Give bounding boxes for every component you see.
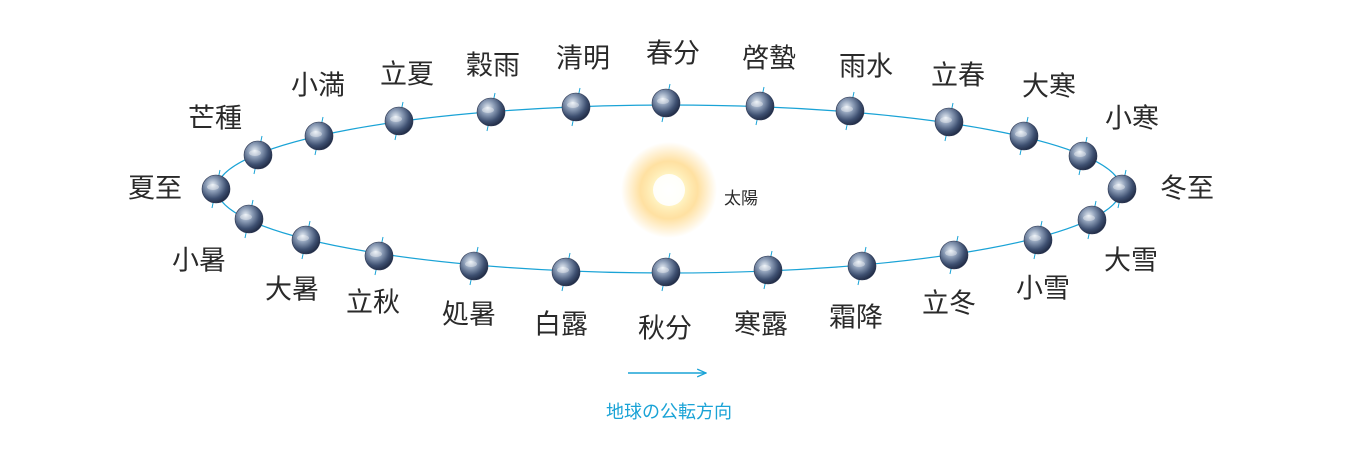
earth-icon xyxy=(835,91,865,131)
earth-positions xyxy=(201,83,1137,292)
earth-icon xyxy=(934,102,964,142)
earth-icon xyxy=(651,83,681,123)
solar-term-label: 霜降 xyxy=(829,303,883,334)
earth-icon xyxy=(745,86,775,126)
solar-term-label: 大暑 xyxy=(265,275,319,306)
earth-icon xyxy=(1009,116,1039,156)
earth-icon xyxy=(651,252,681,292)
solar-term-label: 大雪 xyxy=(1104,246,1158,277)
solar-term-label: 芒種 xyxy=(188,104,242,135)
solar-term-label: 寒露 xyxy=(734,310,788,341)
solar-term-label: 大寒 xyxy=(1022,72,1076,103)
earth-icon xyxy=(234,199,264,239)
earth-icon xyxy=(1023,220,1053,260)
solar-term-label: 処暑 xyxy=(442,300,496,331)
earth-icon xyxy=(384,101,414,141)
solar-term-label: 冬至 xyxy=(1160,174,1214,205)
earth-icon xyxy=(847,246,877,286)
solar-term-label: 立春 xyxy=(931,61,985,92)
solar-term-label: 秋分 xyxy=(638,314,692,345)
solar-term-label: 小暑 xyxy=(172,246,226,277)
solar-term-label: 清明 xyxy=(556,44,610,75)
solar-term-label: 穀雨 xyxy=(466,51,520,82)
earth-icon xyxy=(561,87,591,127)
sun xyxy=(621,142,717,238)
solar-term-label: 小雪 xyxy=(1016,274,1070,305)
earth-icon xyxy=(476,92,506,132)
sun-label: 太陽 xyxy=(724,189,758,209)
earth-icon xyxy=(753,250,783,290)
earth-icon xyxy=(939,235,969,275)
earth-icon xyxy=(364,236,394,276)
earth-icon xyxy=(1077,200,1107,240)
earth-icon xyxy=(201,169,231,209)
earth-icon xyxy=(551,252,581,292)
earth-icon xyxy=(1107,169,1137,209)
earth-icon xyxy=(304,116,334,156)
solar-term-label: 白露 xyxy=(534,310,588,341)
orbit-direction-label: 地球の公転方向 xyxy=(606,402,732,423)
earth-icon xyxy=(291,220,321,260)
solar-term-label: 小寒 xyxy=(1105,104,1159,135)
solar-term-label: 立夏 xyxy=(380,60,434,91)
term-labels: 冬至 小寒大寒 立春 雨水 啓蟄 春分 清明 穀雨 立夏 小満芒種夏至小暑大暑立秋 処暑 白露 秋分 寒露… xyxy=(128,39,1214,345)
earth-icon xyxy=(1068,136,1098,176)
solar-term-label: 啓蟄 xyxy=(742,44,796,75)
earth-icon xyxy=(459,246,489,286)
solar-term-label: 立冬 xyxy=(922,289,976,320)
solar-term-label: 夏至 xyxy=(128,174,182,205)
solar-term-label: 春分 xyxy=(646,39,700,70)
solar-term-label: 小満 xyxy=(291,71,345,102)
earth-icon xyxy=(243,135,273,175)
solar-term-label: 雨水 xyxy=(839,52,893,83)
solar-term-label: 立秋 xyxy=(346,288,400,319)
